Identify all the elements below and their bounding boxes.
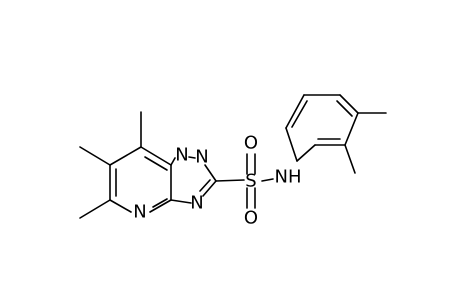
bond — [215, 179, 245, 182]
bond — [285, 94, 305, 129]
nitrogen-label: N — [195, 147, 208, 168]
nitrogen-label: N — [175, 145, 188, 166]
bond-layer — [79, 94, 387, 219]
bond — [170, 199, 192, 204]
bond — [202, 180, 217, 197]
bond — [109, 146, 142, 166]
bond — [336, 100, 353, 117]
bond — [296, 144, 316, 162]
nitrogen-label: N — [133, 202, 146, 223]
oxygen-label: O — [244, 133, 258, 154]
bond — [144, 156, 168, 171]
bond — [199, 179, 211, 192]
bond — [170, 157, 176, 166]
bond — [152, 198, 168, 208]
bond — [261, 178, 274, 182]
bond — [149, 199, 172, 213]
bond — [79, 146, 111, 166]
sulfur-label: S — [245, 171, 256, 192]
bond — [109, 199, 132, 213]
bond — [344, 112, 359, 146]
bond — [79, 199, 111, 219]
bond — [291, 100, 308, 128]
bond — [344, 144, 356, 174]
bond — [204, 164, 217, 182]
oxygen-label: O — [244, 208, 258, 229]
nitrogen-label: N — [190, 193, 203, 214]
bond — [339, 94, 359, 114]
bond — [188, 156, 196, 159]
bond — [140, 146, 172, 166]
bond — [285, 127, 298, 162]
amine-label: NH — [275, 167, 302, 188]
atom-label-layer: N N N N S O O NH — [133, 133, 301, 229]
